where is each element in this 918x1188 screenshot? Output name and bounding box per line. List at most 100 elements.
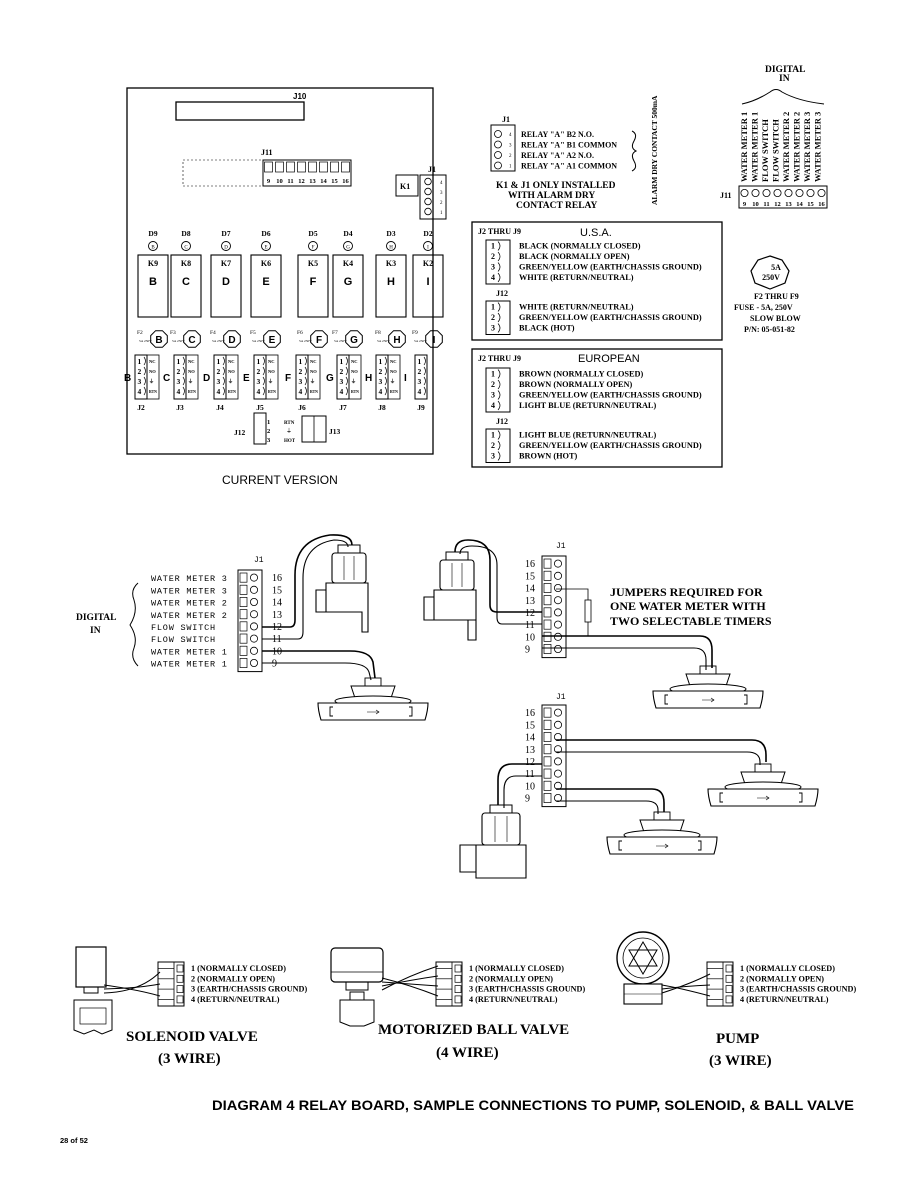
device-terminal-line: 4 (RETURN/NEUTRAL) bbox=[469, 995, 558, 1004]
diode-letter: E bbox=[264, 246, 267, 251]
terminal-pin: 3 bbox=[177, 377, 181, 386]
pin-socket bbox=[308, 161, 317, 173]
wiring-pin: 3 bbox=[491, 452, 495, 461]
pin-socket bbox=[239, 584, 248, 595]
fuse-rating: 5A 250V bbox=[139, 339, 152, 343]
pin-socket bbox=[341, 161, 350, 173]
j1-pin-label: 9 bbox=[525, 645, 530, 656]
mid-j1-pin-label: 15 bbox=[272, 585, 282, 596]
terminal-side-label: NO bbox=[351, 369, 358, 374]
k1-label: K1 bbox=[400, 182, 410, 191]
mid-j1-pin-label: 11 bbox=[272, 634, 282, 645]
svg-text:J2 THRU J9: J2 THRU J9 bbox=[478, 227, 521, 236]
terminal-side-label: RTN bbox=[228, 390, 236, 394]
diode-letter: H bbox=[389, 246, 393, 251]
terminal-label: J9 bbox=[417, 403, 425, 412]
terminal-side-label: RTN bbox=[188, 390, 196, 394]
solenoid-subtitle: (3 WIRE) bbox=[158, 1051, 221, 1067]
terminal-pin: 2 bbox=[257, 367, 261, 376]
j1-pin-label: 13 bbox=[525, 596, 535, 607]
board-j11-pin-label: 16 bbox=[342, 178, 349, 185]
wiring-line: BROWN (NORMALLY OPEN) bbox=[519, 380, 632, 389]
fuse-rating: 5A 250V bbox=[212, 339, 225, 343]
svg-text:J1: J1 bbox=[254, 556, 264, 565]
alarm-relay-label: RELAY "A" B2 N.O. bbox=[521, 130, 594, 139]
alarm-pin-label: 1 bbox=[509, 165, 512, 170]
j1-pin-label: 12 bbox=[525, 608, 535, 619]
svg-text:3: 3 bbox=[267, 437, 271, 444]
svg-text:1: 1 bbox=[267, 419, 270, 426]
j1-pin-label: 11 bbox=[525, 769, 535, 780]
usa-title: U.S.A. bbox=[580, 227, 612, 239]
diode-icon bbox=[261, 241, 271, 251]
terminal-pin: 1 bbox=[138, 357, 142, 366]
pin-socket bbox=[286, 161, 295, 173]
mid-j1-pin-label: 16 bbox=[272, 573, 282, 584]
device-terminal-line: 1 (NORMALLY CLOSED) bbox=[740, 964, 835, 973]
pin-socket bbox=[330, 161, 339, 173]
pin-socket bbox=[494, 130, 502, 138]
terminal-letter: H bbox=[365, 373, 372, 384]
svg-text:J1: J1 bbox=[556, 542, 566, 551]
j1-pin-label: 11 bbox=[525, 620, 535, 631]
device-terminal-line: 2 (NORMALLY OPEN) bbox=[740, 974, 824, 983]
relay-body bbox=[137, 254, 169, 318]
alarm-relay-label: RELAY "A" B1 COMMON bbox=[521, 141, 617, 150]
fuse-label: F6 bbox=[297, 330, 303, 336]
fuse-label: F3 bbox=[170, 330, 176, 336]
alarm-note-2: WITH ALARM DRY bbox=[508, 191, 595, 201]
board-j11-pin-label: 9 bbox=[267, 178, 271, 185]
fuse-info: 5A 250V F2 THRU F9 FUSE - 5A, 250V SLOW … bbox=[734, 255, 801, 334]
board-j11-pin-label: 11 bbox=[287, 178, 293, 185]
pin-socket bbox=[543, 607, 552, 618]
mid-digital-label-item: WATER METER 3 bbox=[151, 586, 228, 596]
terminal-side-label: NC bbox=[188, 359, 195, 364]
water-meter-body bbox=[317, 702, 429, 721]
wiring-pin: 2 bbox=[491, 441, 495, 450]
digital-in-top-label: WATER METER 2 bbox=[792, 112, 802, 182]
alarm-relay-label: RELAY "A" A1 COMMON bbox=[521, 162, 617, 171]
terminal-side-label: NO bbox=[228, 369, 235, 374]
diode-label: D9 bbox=[148, 229, 157, 238]
pin-socket bbox=[543, 719, 552, 730]
wiring-line: GREEN/YELLOW (EARTH/CHASSIS GROUND) bbox=[519, 313, 702, 322]
pin-socket bbox=[494, 140, 502, 149]
svg-text:250V: 250V bbox=[762, 273, 780, 282]
svg-text:5A: 5A bbox=[771, 263, 781, 272]
digital-in-top-label: FLOW SWITCH bbox=[771, 119, 781, 182]
diode-letter: G bbox=[346, 246, 350, 251]
wiring-terminal bbox=[485, 367, 511, 413]
svg-text:2: 2 bbox=[267, 428, 270, 435]
pin-socket bbox=[494, 151, 502, 159]
svg-text:F2 THRU F9: F2 THRU F9 bbox=[754, 292, 799, 301]
svg-text:SLOW BLOW: SLOW BLOW bbox=[750, 314, 801, 323]
mid-digital-label-item: FLOW SWITCH bbox=[151, 623, 216, 633]
digital-in-top-pin: 15 bbox=[807, 201, 814, 208]
j1-connector-body bbox=[541, 704, 567, 808]
wiring-line: BROWN (NORMALLY CLOSED) bbox=[519, 370, 644, 379]
digital-in-top-pin: 12 bbox=[774, 201, 781, 208]
pin-socket bbox=[543, 793, 552, 803]
digital-in-subtitle: IN bbox=[779, 74, 790, 84]
fuse-label: F8 bbox=[375, 330, 381, 336]
pin-socket bbox=[297, 161, 306, 173]
page-number: 28 of 52 bbox=[60, 1136, 88, 1145]
diode-label: D2 bbox=[423, 229, 432, 238]
relay-body bbox=[250, 254, 282, 318]
svg-text:RTN: RTN bbox=[284, 421, 295, 426]
relay-body bbox=[412, 254, 444, 318]
wiring-line: GREEN/YELLOW (EARTH/CHASSIS GROUND) bbox=[519, 391, 702, 400]
terminal-pin: 3 bbox=[379, 377, 383, 386]
pin-socket bbox=[543, 756, 552, 767]
wiring-pin: 1 bbox=[491, 370, 495, 379]
diode-icon bbox=[423, 241, 433, 251]
fuse-rating: 5A 250V bbox=[252, 339, 265, 343]
mid-j1-pin-label: 13 bbox=[272, 610, 282, 621]
terminal-pin: 3 bbox=[257, 377, 261, 386]
board-j11-pin-label: 15 bbox=[331, 178, 338, 185]
